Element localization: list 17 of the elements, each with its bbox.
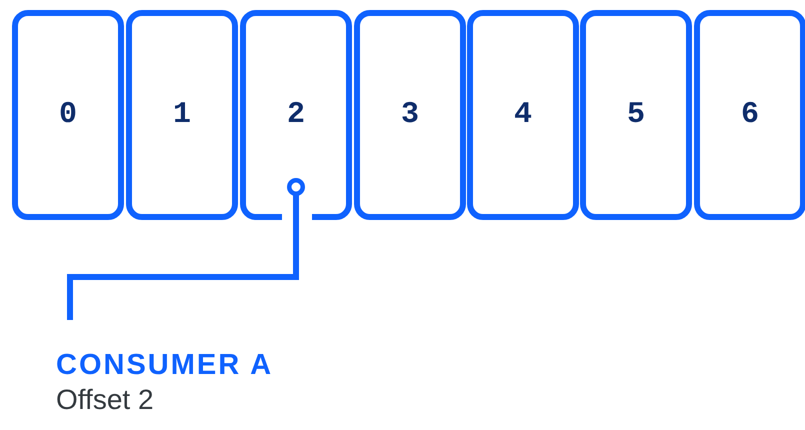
partition-box [580, 10, 692, 220]
partition-box [12, 10, 124, 220]
partition-number: 6 [740, 96, 759, 134]
partition-number: 1 [172, 96, 191, 134]
offset-text: Offset 2 [56, 383, 155, 417]
partition-box [126, 10, 238, 220]
partition-number: 0 [58, 96, 77, 134]
partition-box [467, 10, 579, 220]
partition-number: 5 [626, 96, 645, 134]
consumer-name: CONSUMER A [56, 348, 274, 382]
leader-line [67, 178, 305, 320]
partition-box [694, 10, 805, 220]
partition-number: 4 [514, 96, 532, 134]
partition-box [240, 10, 352, 220]
partition-box [354, 10, 466, 220]
partition-number: 2 [286, 96, 305, 134]
partition-number: 3 [400, 96, 419, 134]
